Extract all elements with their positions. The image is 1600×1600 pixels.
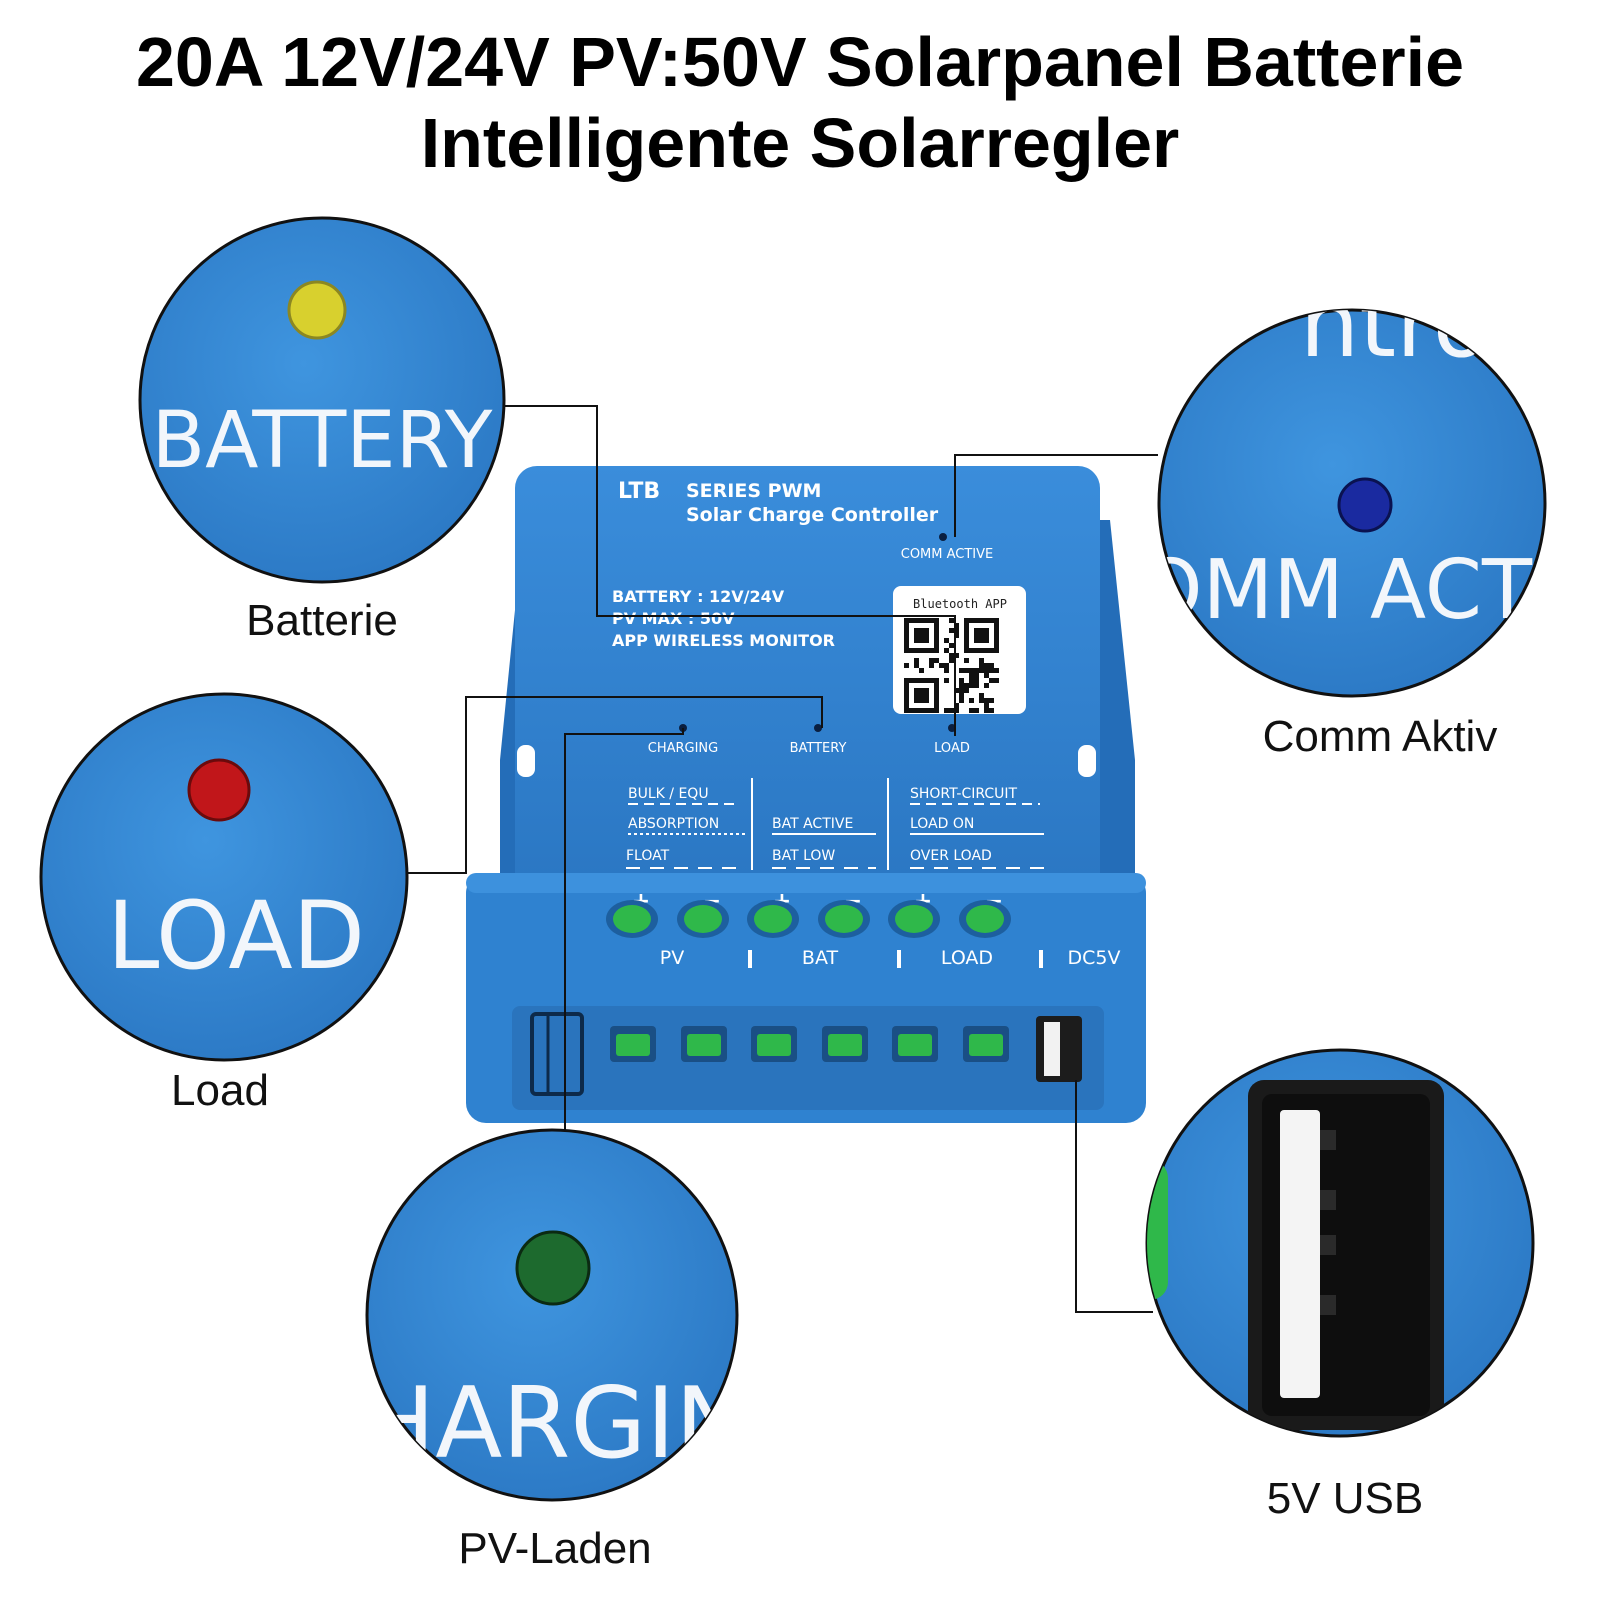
zoom-load-label: LOAD bbox=[107, 882, 365, 991]
status-absorption: ABSORPTION bbox=[628, 816, 719, 832]
caption-comm-aktiv: Comm Aktiv bbox=[1262, 712, 1498, 761]
device-spec-battery: BATTERY : 12V/24V bbox=[612, 587, 785, 606]
zoom-battery-label: BATTERY bbox=[152, 396, 493, 486]
zoom-load-led: LOAD bbox=[39, 692, 409, 1062]
page-title-line-1: 20A 12V/24V PV:50V Solarpanel Batterie bbox=[135, 23, 1465, 101]
battery-led-icon bbox=[287, 280, 347, 340]
qr-code-icon bbox=[904, 618, 999, 713]
device-comm-active-label: COMM ACTIVE bbox=[901, 547, 994, 562]
led-label-load: LOAD bbox=[934, 741, 970, 756]
zoom-charging-label: HARGIN bbox=[362, 1367, 749, 1481]
screw-terminal bbox=[684, 905, 722, 933]
device-spec-pv-max: PV MAX : 50V bbox=[612, 609, 735, 628]
wire-slot bbox=[616, 1034, 650, 1056]
zoom-comm-active-led: ntro OMM ACT bbox=[1138, 270, 1547, 698]
terminal-label-dc5v: DC5V bbox=[1068, 947, 1121, 969]
status-float: FLOAT bbox=[626, 848, 670, 864]
zoom-usb-port bbox=[1145, 1048, 1535, 1438]
terminal-label-pv: PV bbox=[660, 947, 684, 969]
device-subtitle: Solar Charge Controller bbox=[686, 504, 939, 526]
status-over-load: OVER LOAD bbox=[910, 848, 992, 864]
screw-terminal bbox=[825, 905, 863, 933]
status-legend: BULK / EQU ABSORPTION FLOAT BAT ACTIVE B… bbox=[626, 778, 1044, 870]
callout-lines bbox=[404, 405, 1158, 1313]
status-short-circuit: SHORT-CIRCUIT bbox=[910, 786, 1018, 802]
wire-slot bbox=[757, 1034, 791, 1056]
zoom-charging-led: HARGIN bbox=[362, 1128, 749, 1502]
comm-active-led bbox=[939, 533, 947, 541]
status-bat-low: BAT LOW bbox=[772, 848, 835, 864]
wire-slot bbox=[687, 1034, 721, 1056]
page-title-line-2: Intelligente Solarregler bbox=[420, 104, 1180, 182]
screw-terminal bbox=[895, 905, 933, 933]
device-series: SERIES PWM bbox=[686, 480, 821, 502]
qr-label: Bluetooth APP bbox=[913, 597, 1007, 611]
caption-load: Load bbox=[171, 1066, 269, 1115]
caption-pv-laden: PV-Laden bbox=[458, 1524, 652, 1573]
screw-terminal bbox=[966, 905, 1004, 933]
terminal-label-bat: BAT bbox=[802, 947, 839, 969]
led-label-charging: CHARGING bbox=[648, 741, 718, 756]
status-load-on: LOAD ON bbox=[910, 816, 974, 832]
charging-led-icon bbox=[515, 1230, 591, 1306]
charge-controller-device: LTB SERIES PWM Solar Charge Controller C… bbox=[466, 466, 1146, 1123]
wire-slots-front bbox=[610, 1026, 1009, 1062]
screw-terminal bbox=[754, 905, 792, 933]
zoom-comm-top-label: ntro bbox=[1300, 270, 1491, 379]
led-label-battery: BATTERY bbox=[790, 741, 847, 756]
screw-terminal bbox=[613, 905, 651, 933]
wire-slot bbox=[898, 1034, 932, 1056]
wire-slot bbox=[969, 1034, 1003, 1056]
wire-slot bbox=[828, 1034, 862, 1056]
terminal-label-load: LOAD bbox=[941, 947, 993, 969]
screw-terminals-top bbox=[606, 900, 1011, 938]
status-bulk-equ: BULK / EQU bbox=[628, 786, 709, 802]
battery-led bbox=[814, 724, 822, 732]
device-brand: LTB bbox=[618, 479, 660, 504]
zoom-battery-led: BATTERY bbox=[138, 216, 506, 584]
zoom-comm-active-label: OMM ACT bbox=[1138, 543, 1533, 638]
comm-led-icon bbox=[1337, 477, 1393, 533]
caption-batterie: Batterie bbox=[246, 596, 398, 645]
device-spec-app: APP WIRELESS MONITOR bbox=[612, 631, 835, 650]
caption-5v-usb: 5V USB bbox=[1266, 1474, 1424, 1523]
status-bat-active: BAT ACTIVE bbox=[772, 816, 853, 832]
load-led-icon bbox=[187, 758, 251, 822]
